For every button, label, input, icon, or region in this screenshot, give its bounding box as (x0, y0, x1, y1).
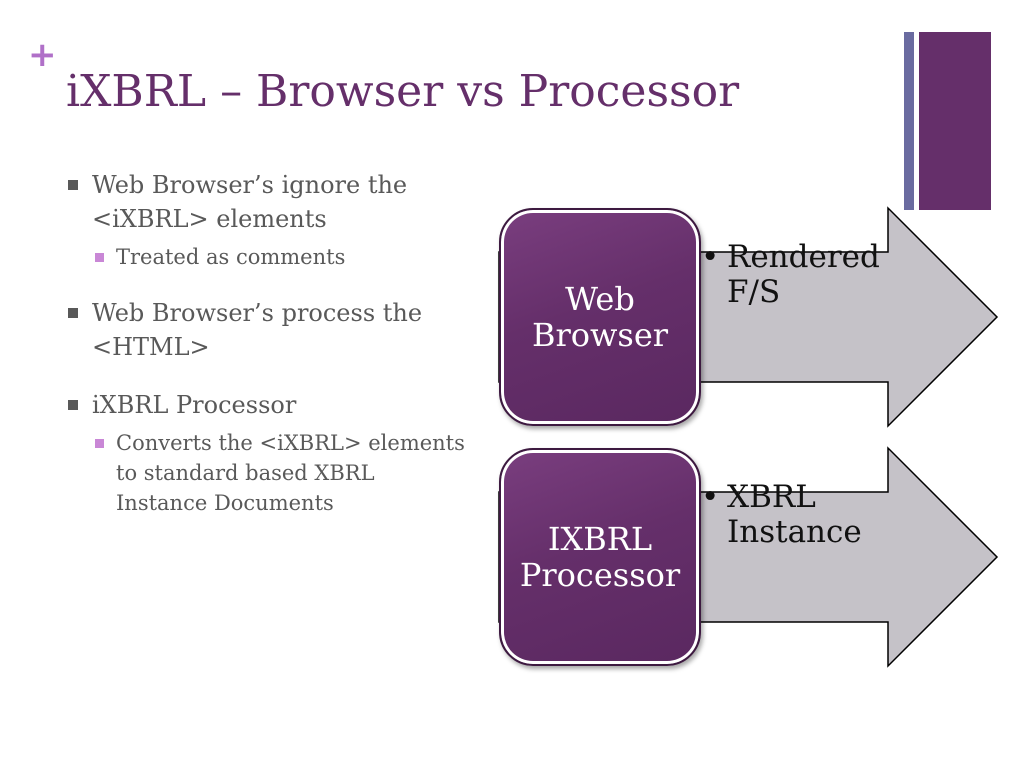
bullet-list: Web Browser’s ignore the <iXBRL> element… (68, 168, 498, 542)
accent-bar-thick (919, 32, 991, 210)
sub-bullet-text: Treated as comments (116, 245, 346, 269)
slide-title: iXBRL – Browser vs Processor (66, 66, 740, 117)
square-bullet-icon (95, 253, 104, 262)
bullet-text: Web Browser’s process the <HTML> (92, 299, 423, 361)
web-browser-box: Web Browser (499, 208, 701, 426)
arrow-label-text: Rendered F/S (727, 239, 880, 310)
plus-icon: + (28, 35, 57, 75)
bullet-item: iXBRL Processor Converts the <iXBRL> ele… (68, 388, 498, 518)
square-bullet-icon (68, 400, 78, 410)
square-bullet-icon (95, 439, 104, 448)
square-bullet-icon (68, 180, 78, 190)
sub-bullet-item: Treated as comments (92, 242, 498, 272)
accent-bar-thin (904, 32, 914, 210)
ixbrl-processor-box: IXBRL Processor (499, 448, 701, 666)
sub-bullet-text: Converts the <iXBRL> elements to standar… (116, 431, 465, 515)
bullet-item: Web Browser’s ignore the <iXBRL> element… (68, 168, 498, 272)
arrow-label: • Rendered F/S (701, 240, 891, 310)
bullet-text: Web Browser’s ignore the <iXBRL> element… (92, 171, 408, 233)
arrow-label: • XBRL Instance (701, 480, 891, 550)
sub-bullet-item: Converts the <iXBRL> elements to standar… (92, 428, 498, 518)
arrow-label-text: XBRL Instance (727, 479, 862, 550)
bullet-item: Web Browser’s process the <HTML> (68, 296, 498, 364)
bullet-dot-icon: • (701, 239, 720, 275)
bullet-dot-icon: • (701, 479, 720, 515)
square-bullet-icon (68, 308, 78, 318)
bullet-text: iXBRL Processor (92, 391, 297, 419)
